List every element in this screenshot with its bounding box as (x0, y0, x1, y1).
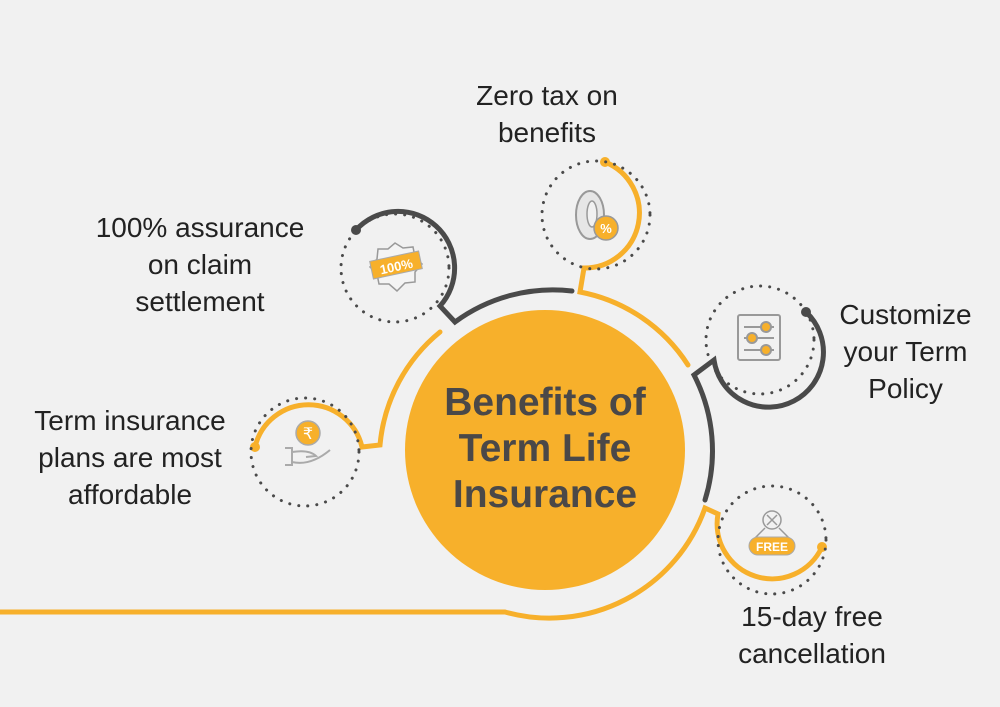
svg-text:100%: 100% (378, 256, 414, 278)
free-tag-icon: FREE (748, 510, 796, 556)
svg-text:FREE: FREE (756, 540, 788, 554)
benefit-customize: Customize your Term Policy (839, 299, 972, 404)
svg-text:₹: ₹ (303, 424, 313, 443)
center-title: Benefits of Term Life Insurance (444, 381, 646, 516)
100-percent-badge-icon: 100% (368, 242, 424, 293)
sliders-icon (737, 314, 781, 361)
rupee-hand-icon: ₹ (285, 420, 331, 466)
benefit-claim-assurance: 100% assurance on claim settlement (95, 212, 305, 317)
benefit-affordable: Term insurance plans are most affordable (34, 405, 226, 510)
benefit-free-cancellation: 15-day free cancellation (738, 601, 886, 669)
connector-customize (690, 309, 826, 503)
connector-claim (353, 208, 575, 326)
benefit-zero-tax: Zero tax on benefits (476, 80, 618, 148)
svg-text:%: % (600, 221, 612, 236)
zero-percent-icon: % (575, 190, 619, 241)
connector-free-cancellation (0, 504, 825, 621)
center-circle (405, 310, 685, 590)
connector-zero-tax (577, 159, 691, 368)
